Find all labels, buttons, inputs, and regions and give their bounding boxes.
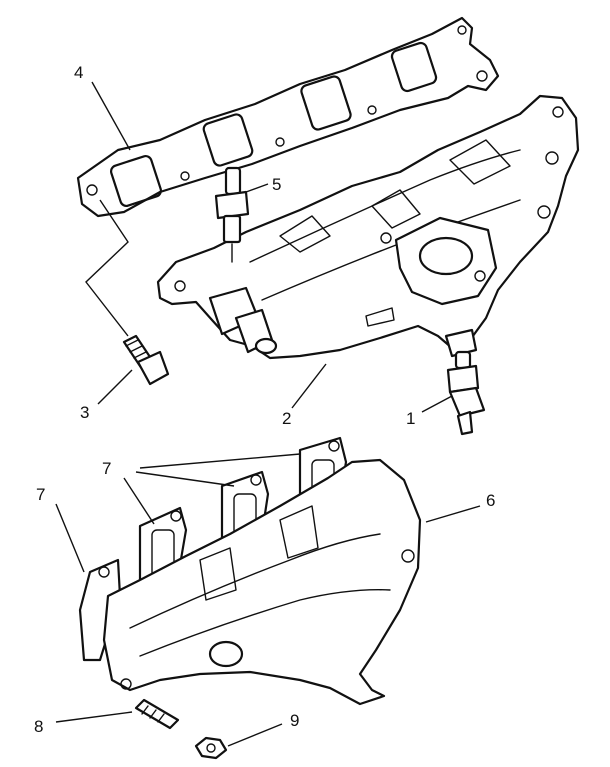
bolt (122, 334, 170, 386)
callout-9: 9 (290, 711, 299, 730)
stud (134, 698, 180, 730)
callout-5: 5 (272, 175, 281, 194)
nut (194, 736, 228, 760)
callout-8: 8 (34, 717, 43, 736)
exhaust-manifold (102, 458, 422, 706)
temperature-sensor (446, 350, 486, 436)
intake-manifold (156, 94, 580, 360)
callout-7-left: 7 (36, 485, 45, 504)
callout-1: 1 (406, 409, 415, 428)
intake-manifold-gasket (76, 16, 500, 218)
callout-4: 4 (74, 63, 83, 82)
callout-3: 3 (80, 403, 89, 422)
callout-6: 6 (486, 491, 495, 510)
callout-2: 2 (282, 409, 291, 428)
callout-7-top: 7 (102, 459, 111, 478)
union-fitting (214, 166, 250, 263)
callout-labels: 4 5 3 2 1 7 6 7 8 9 (34, 63, 495, 736)
leader-lines (55, 81, 481, 747)
